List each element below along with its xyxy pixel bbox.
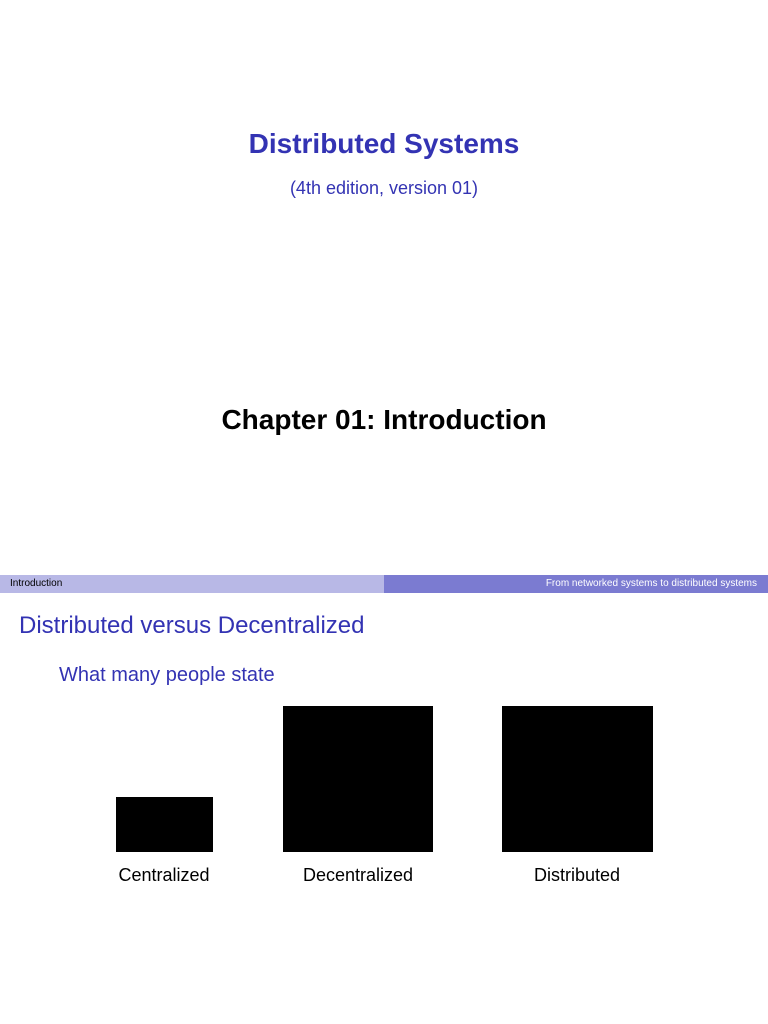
header-subsection-label: From networked systems to distributed sy… (384, 575, 768, 593)
content-slide: Introduction From networked systems to d… (0, 575, 768, 1024)
frame-title: Distributed versus Decentralized (19, 612, 365, 639)
block-title: What many people state (59, 664, 275, 686)
document-title: Distributed Systems (248, 128, 520, 159)
figure-centralized (116, 797, 213, 852)
title-slide: Distributed Systems (4th edition, versio… (221, 128, 547, 435)
figure-decentralized (283, 706, 433, 852)
figure-label-centralized: Centralized (118, 865, 210, 885)
edition-subtitle: (4th edition, version 01) (289, 178, 479, 198)
chapter-title: Chapter 01: Introduction (221, 404, 547, 435)
slide-header-bar: Introduction From networked systems to d… (0, 575, 768, 593)
figure-label-decentralized: Decentralized (302, 865, 414, 885)
figure-distributed (502, 706, 653, 852)
header-section-label: Introduction (0, 575, 384, 593)
figure-label-distributed: Distributed (533, 865, 621, 885)
